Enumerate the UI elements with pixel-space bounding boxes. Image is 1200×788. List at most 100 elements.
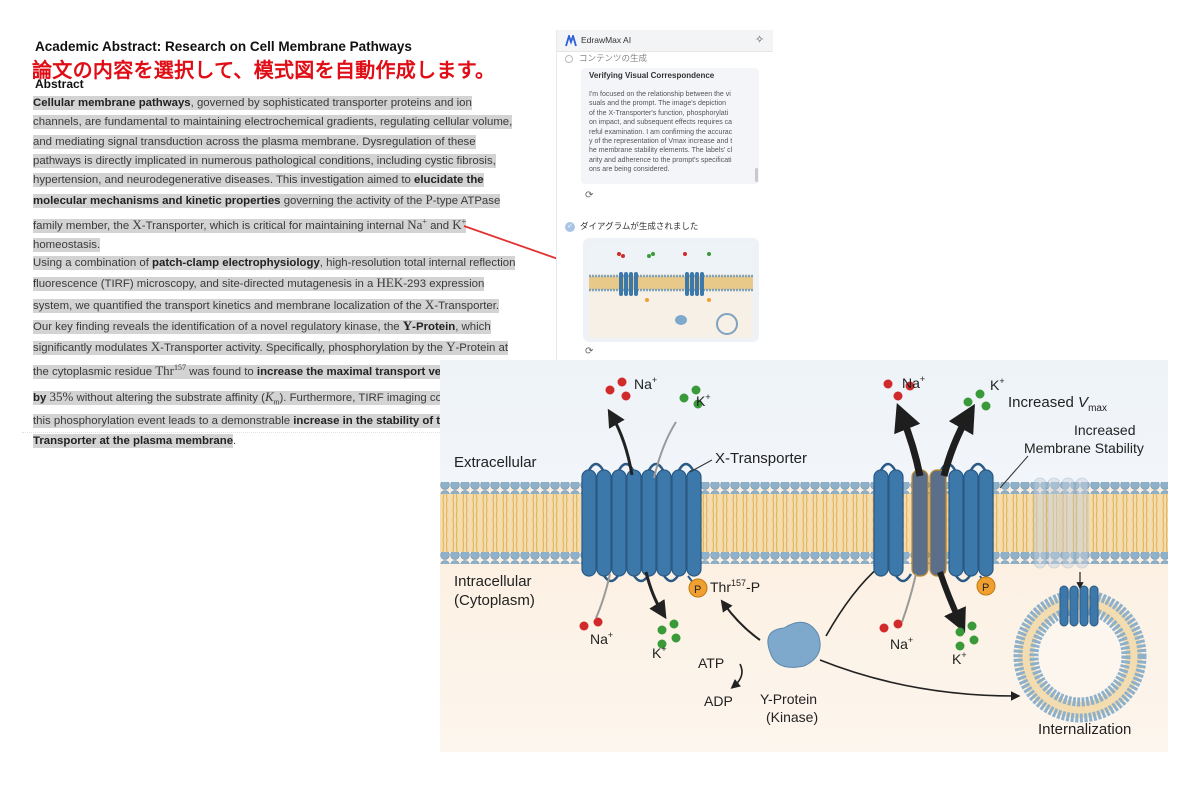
generation-step-label: コンテンツの生成 (579, 53, 648, 63)
text-run: , governed by sophisticated transporter … (190, 97, 472, 109)
text-run: the cytoplasmic residue (33, 366, 156, 379)
stability-label-2: Membrane Stability (1024, 440, 1144, 456)
bold-term: Transporter at the plasma membrane (33, 434, 234, 447)
x-transporter-pointer (689, 459, 713, 473)
diagram-thumbnail[interactable] (589, 244, 753, 338)
bold-term: elucidate the (414, 174, 484, 187)
membrane-diagram: Extracellular Intracellular (Cytoplasm) … (440, 360, 1168, 752)
text-run: -Transporter activity. Specifically, pho… (160, 342, 447, 355)
thinking-line: of the X-Transporter's function, phospho… (589, 109, 729, 117)
endocytic-vesicle (1013, 589, 1147, 723)
k-influx-arrow-enhanced (937, 571, 966, 633)
bold-term: molecular mechanisms and kinetic propert… (33, 195, 281, 208)
thinking-line: reful examination. I am confirming the a… (589, 128, 733, 136)
diagram-thumbnail-card[interactable] (583, 238, 759, 342)
diagram-done-label: ダイアグラムが生成されました (580, 221, 699, 231)
na-label-bottom-left: Na+ (590, 630, 613, 647)
text-run: fluorescence (TIRF) microscopy, and site… (33, 278, 377, 291)
instruction-banner: 論文の内容を選択して、模式図を自動作成します。 (32, 58, 496, 82)
math-symbol: P (425, 192, 433, 208)
kinase-to-internalization-arrow (819, 659, 1021, 701)
generation-step-row: コンテンツの生成 (565, 52, 647, 64)
bold-term: increase in the stability of the X (293, 415, 465, 428)
text-run: without altering the substrate affinity … (73, 391, 265, 404)
abstract-paragraph-1[interactable]: Cellular membrane pathways, governed by … (33, 94, 513, 255)
text-run: -Transporter, which is critical for main… (141, 219, 408, 232)
k-ions-bottom-right (955, 621, 979, 651)
na-efflux-arrow (607, 408, 634, 476)
math-symbol: K (264, 388, 274, 404)
na-label-top-right: Na+ (902, 374, 925, 391)
subscript: m (273, 399, 280, 407)
na-ions-top-left (605, 377, 631, 401)
document-title: Academic Abstract: Research on Cell Memb… (35, 39, 412, 54)
math-symbol: X (150, 339, 161, 355)
k-label-bottom-left: K+ (652, 644, 667, 661)
bold-term: Cellular membrane pathways (33, 97, 191, 109)
math-symbol: Thr (155, 363, 174, 379)
text-run: pathways is directly implicated in numer… (33, 153, 496, 168)
text-run: -293 expression (403, 278, 485, 291)
ai-panel-title: EdrawMax AI (581, 35, 632, 45)
text-run: this phosphorylation event leads to a de… (33, 415, 294, 428)
math-symbol: HEK (376, 275, 404, 291)
fading-transporter (1033, 477, 1089, 569)
math-symbol: Y (402, 317, 413, 333)
phosphate-right (976, 576, 996, 596)
thinking-scrollbar[interactable] (755, 168, 758, 182)
text-run: hypertension, and neurodegenerative dise… (33, 174, 414, 187)
thinking-box[interactable]: Verifying Visual Correspondence I'm focu… (581, 68, 759, 184)
internalized-transporter (1059, 585, 1099, 627)
na-ions-bottom-right (879, 619, 903, 633)
refresh-icon[interactable]: ⟳ (585, 190, 594, 201)
text-run: -type ATPase (432, 195, 501, 208)
stability-pointer (999, 455, 1029, 489)
abstract-paragraph-2[interactable]: Using a combination of patch-clamp elect… (33, 254, 516, 451)
pin-icon[interactable]: ✧ (755, 34, 765, 46)
na-ions-bottom-left (579, 617, 603, 631)
kinase-label: (Kinase) (766, 709, 818, 725)
superscript: + (422, 216, 427, 226)
abstract-heading: Abstract (35, 77, 84, 91)
thinking-line: y of the representation of Vmax increase… (589, 138, 733, 146)
text-run: significantly modulates (33, 342, 151, 355)
faded-text-line (22, 432, 442, 436)
thinking-line: on impact, and subsequent effects requir… (589, 119, 733, 127)
k-label-top-left: K+ (696, 392, 711, 409)
phosphate-p-left: P (694, 584, 701, 596)
x-transporter-label: X-Transporter (715, 450, 807, 467)
math-symbol: 35% (49, 388, 74, 404)
x-transporter-right (873, 462, 994, 583)
k-influx-arrow (644, 571, 667, 620)
phosphorylation-arrow (720, 599, 761, 641)
k-label-top-right: K+ (990, 376, 1005, 393)
thinking-title: Verifying Visual Correspondence (589, 71, 715, 80)
increased-vmax-label: Increased Vmax (1008, 394, 1107, 414)
k-efflux-arrow-enhanced (940, 403, 975, 477)
bold-term: increase the maximal transport velocity … (256, 366, 478, 379)
phosphate-p-right: P (982, 582, 989, 594)
math-symbol: X (424, 296, 435, 312)
superscript: 157 (173, 363, 186, 373)
math-symbol: K (452, 216, 462, 232)
na-label-bottom-right: Na+ (890, 635, 913, 652)
na-path-line-right (901, 573, 917, 623)
step-status-icon (565, 54, 573, 63)
math-symbol: Na (407, 216, 423, 232)
bold-term: by (33, 391, 50, 404)
text-run: , high-resolution total internal reflect… (319, 257, 516, 269)
document-page: Academic Abstract: Research on Cell Memb… (0, 0, 520, 448)
k-path-line (653, 421, 677, 479)
text-run: and mediating signal transduction across… (33, 134, 476, 149)
k-ions-bottom-left (657, 619, 681, 649)
text-run: Our key finding reveals the identificati… (33, 320, 403, 333)
text-run: . (233, 434, 237, 447)
ai-panel-header: EdrawMax AI ✧ (557, 30, 773, 52)
stability-label-1: Increased (1074, 422, 1135, 438)
text-run: family member, the (33, 219, 133, 232)
atp-to-adp-arrow (730, 663, 743, 689)
yprotein-label: Y-Protein (760, 691, 817, 707)
check-circle-icon: ✓ (565, 221, 575, 232)
text-run: Using a combination of (33, 257, 153, 269)
refresh-icon[interactable]: ⟳ (585, 346, 594, 357)
